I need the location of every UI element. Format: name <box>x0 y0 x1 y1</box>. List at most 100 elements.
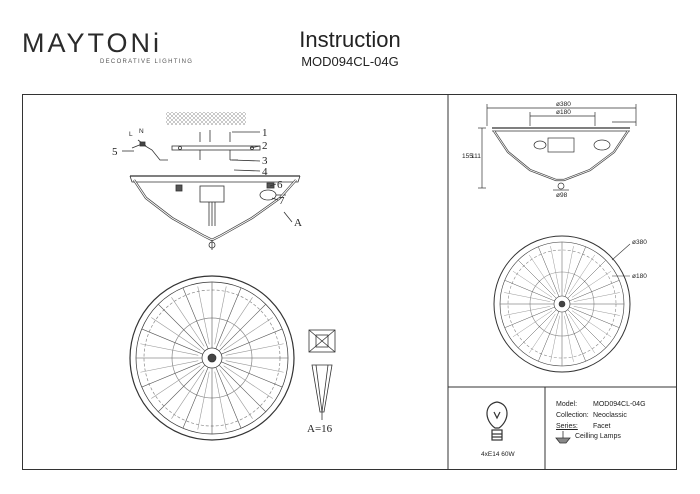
plan-spoke <box>182 287 209 349</box>
plan-spoke <box>512 271 553 298</box>
dim-plan-outer: ø380 <box>632 239 647 246</box>
plan-spoke <box>512 310 553 337</box>
callout-5: 5 <box>112 146 118 158</box>
plan-spoke <box>223 317 273 351</box>
mounting-plate <box>171 145 261 151</box>
plan-spoke <box>550 246 560 293</box>
spec-series-value: Facet <box>593 423 611 430</box>
side-elevation <box>478 104 637 191</box>
page-header: Instruction MOD094CL-04G <box>0 27 700 69</box>
callout-6: 6 <box>277 179 283 191</box>
plan-spoke <box>564 246 586 297</box>
plan-spoke <box>151 317 201 351</box>
bulb-spec: 4xE14 60W <box>481 451 515 458</box>
plan-spoke <box>504 306 555 328</box>
plan-spoke <box>171 297 205 347</box>
plan-spoke <box>140 343 199 356</box>
dim-bottom: ø98 <box>556 192 568 199</box>
plan-spoke <box>171 369 205 419</box>
plan-spoke <box>567 259 607 299</box>
plan-spoke <box>221 328 283 355</box>
plan-spoke <box>573 306 620 316</box>
dim-top-width: ø380 <box>556 101 571 108</box>
plan-spoke <box>215 367 242 429</box>
plan-spoke <box>158 304 206 352</box>
ceiling-lamp-icon <box>555 431 571 444</box>
plan-spoke <box>221 361 283 388</box>
wire-label-l: L <box>129 131 133 138</box>
callout-2: 2 <box>262 140 268 152</box>
plan-spoke <box>218 304 266 352</box>
dim-inner-width: ø180 <box>556 109 571 116</box>
elevation-dimensions: ø380 ø180 155 111 ø98 <box>462 101 571 199</box>
plan-spoke <box>215 287 242 349</box>
brand-logo: MAYTONi DECORATIVE LIGHTING <box>22 28 194 66</box>
drawing-frame <box>22 94 677 470</box>
spec-series-label: Series: <box>556 423 578 430</box>
plan-spoke <box>504 306 551 316</box>
plan-spoke <box>569 280 620 302</box>
plan-spoke <box>225 360 284 373</box>
callout-1: 1 <box>262 127 268 139</box>
dim-height2: 111 <box>471 153 481 160</box>
plan-spoke <box>223 365 273 399</box>
bulb-icon <box>486 401 508 441</box>
plan-spoke <box>225 343 284 356</box>
spec-type-value: Ceilling Lamps <box>575 433 621 440</box>
callout-a: A <box>294 217 302 229</box>
assembly-callouts: 1 2 3 4 5 6 7 A L N <box>112 127 302 229</box>
plan-spoke <box>219 369 253 419</box>
brand-name: MAYTONi <box>22 28 163 58</box>
callout-4: 4 <box>262 166 268 178</box>
ceiling-hatch <box>166 112 246 125</box>
plan-spoke <box>141 328 203 355</box>
wire-label-n: N <box>139 128 144 135</box>
plan-spoke <box>568 313 595 354</box>
plan-spoke <box>214 371 227 430</box>
callout-7: 7 <box>279 195 285 207</box>
plan-spoke <box>182 367 209 429</box>
callout-3: 3 <box>262 155 268 167</box>
plan-spoke <box>568 254 595 295</box>
plan-spoke <box>571 271 612 298</box>
exploded-assembly <box>122 112 301 250</box>
dim-plan-inner: ø180 <box>632 273 647 280</box>
spec-collection-value: Neoclassic <box>593 412 627 419</box>
plan-spoke <box>158 364 206 412</box>
crystal-detail <box>308 329 336 420</box>
plan-view-small <box>493 235 631 373</box>
plan-spoke <box>140 360 199 373</box>
plan-spoke <box>567 309 607 349</box>
plan-spoke <box>141 361 203 388</box>
plan-spoke <box>564 246 574 293</box>
plan-spoke <box>529 254 556 295</box>
plan-spoke <box>218 364 266 412</box>
plan-spoke <box>219 297 253 347</box>
plan-spoke <box>550 315 560 362</box>
plan-spoke <box>564 315 574 362</box>
plan-spoke <box>517 259 557 299</box>
brand-tagline: DECORATIVE LIGHTING <box>100 59 194 65</box>
spec-model-label: Model: <box>556 401 578 408</box>
plan-spoke <box>504 280 555 302</box>
page-title: Instruction <box>299 27 401 52</box>
plan-view-large <box>129 275 295 441</box>
plan-spoke <box>538 311 560 362</box>
plan-spoke <box>573 292 620 302</box>
quantity-label: A=16 <box>307 423 333 435</box>
plan-spoke <box>529 313 556 354</box>
plan-spoke <box>504 292 551 302</box>
spec-collection-label: Collection: <box>556 412 589 419</box>
plan-spoke <box>517 309 557 349</box>
model-number: MOD094CL-04G <box>301 54 399 69</box>
plan-spoke <box>569 306 620 328</box>
spec-model-value: MOD094CL-04G <box>593 401 646 408</box>
plan-spoke <box>214 286 227 345</box>
plan-spoke <box>151 365 201 399</box>
plan-spoke <box>197 371 210 430</box>
dim-height: 155 <box>462 153 473 160</box>
plan-spoke <box>571 310 612 337</box>
plan-spoke <box>564 311 586 362</box>
plan-spoke <box>538 246 560 297</box>
